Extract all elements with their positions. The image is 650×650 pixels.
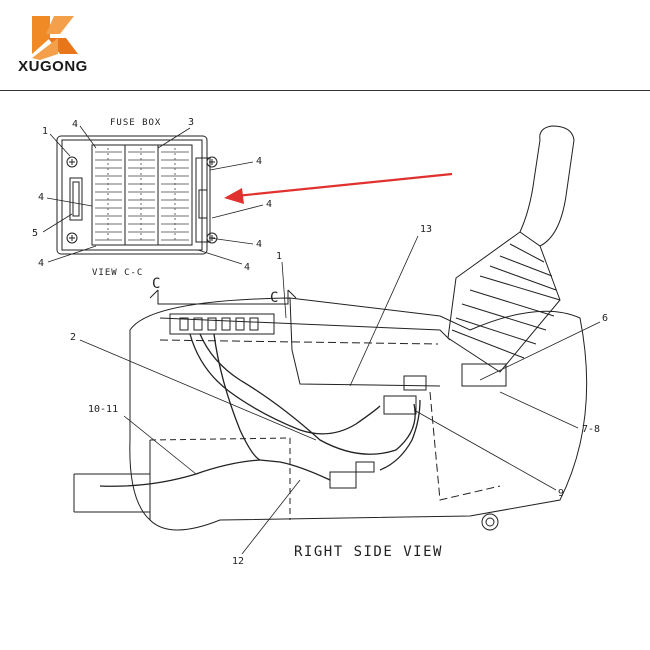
fuse-callout-4b: 4: [256, 156, 262, 167]
main-callout-9: 9: [558, 488, 564, 499]
machine-side-outline: [73, 125, 588, 531]
pointer-arrow: [224, 172, 453, 204]
main-callout-1: 1: [276, 251, 282, 262]
fuse-callout-5: 5: [32, 228, 38, 239]
section-cut-marks: [149, 289, 297, 305]
main-callout-6: 6: [602, 313, 608, 324]
fuse-callout-4g: 4: [244, 262, 250, 273]
fuse-callout-3: 3: [188, 117, 194, 128]
main-callout-10-11: 10-11: [88, 404, 118, 415]
main-callout-2: 2: [70, 332, 76, 343]
fuse-box-drawing: [56, 135, 218, 255]
brand-name: XUGONG: [18, 58, 88, 75]
fuse-box-title: FUSE BOX: [110, 118, 161, 128]
wiring-harness: [99, 333, 421, 487]
right-side-view-title: RIGHT SIDE VIEW: [294, 544, 443, 560]
fuse-grid-rows: [95, 148, 189, 242]
main-view-leaders: [79, 235, 601, 555]
section-mark-c-right: C: [270, 290, 280, 306]
fuse-callout-4e: 4: [256, 239, 262, 250]
header-divider: [0, 90, 650, 91]
main-callout-12: 12: [232, 556, 244, 567]
fuse-callout-4d: 4: [266, 199, 272, 210]
main-callout-13: 13: [420, 224, 432, 235]
fuse-box-leaders: [42, 125, 264, 265]
view-cc-label: VIEW C-C: [92, 268, 143, 278]
fuse-callout-1: 1: [42, 126, 48, 137]
section-mark-c-left: C: [152, 276, 162, 292]
fuse-callout-4c: 4: [38, 192, 44, 203]
fuse-callout-4f: 4: [38, 258, 44, 269]
main-callout-7-8: 7-8: [582, 424, 600, 435]
xugong-logo-icon: [32, 16, 78, 60]
fuse-callout-4a: 4: [72, 119, 78, 130]
